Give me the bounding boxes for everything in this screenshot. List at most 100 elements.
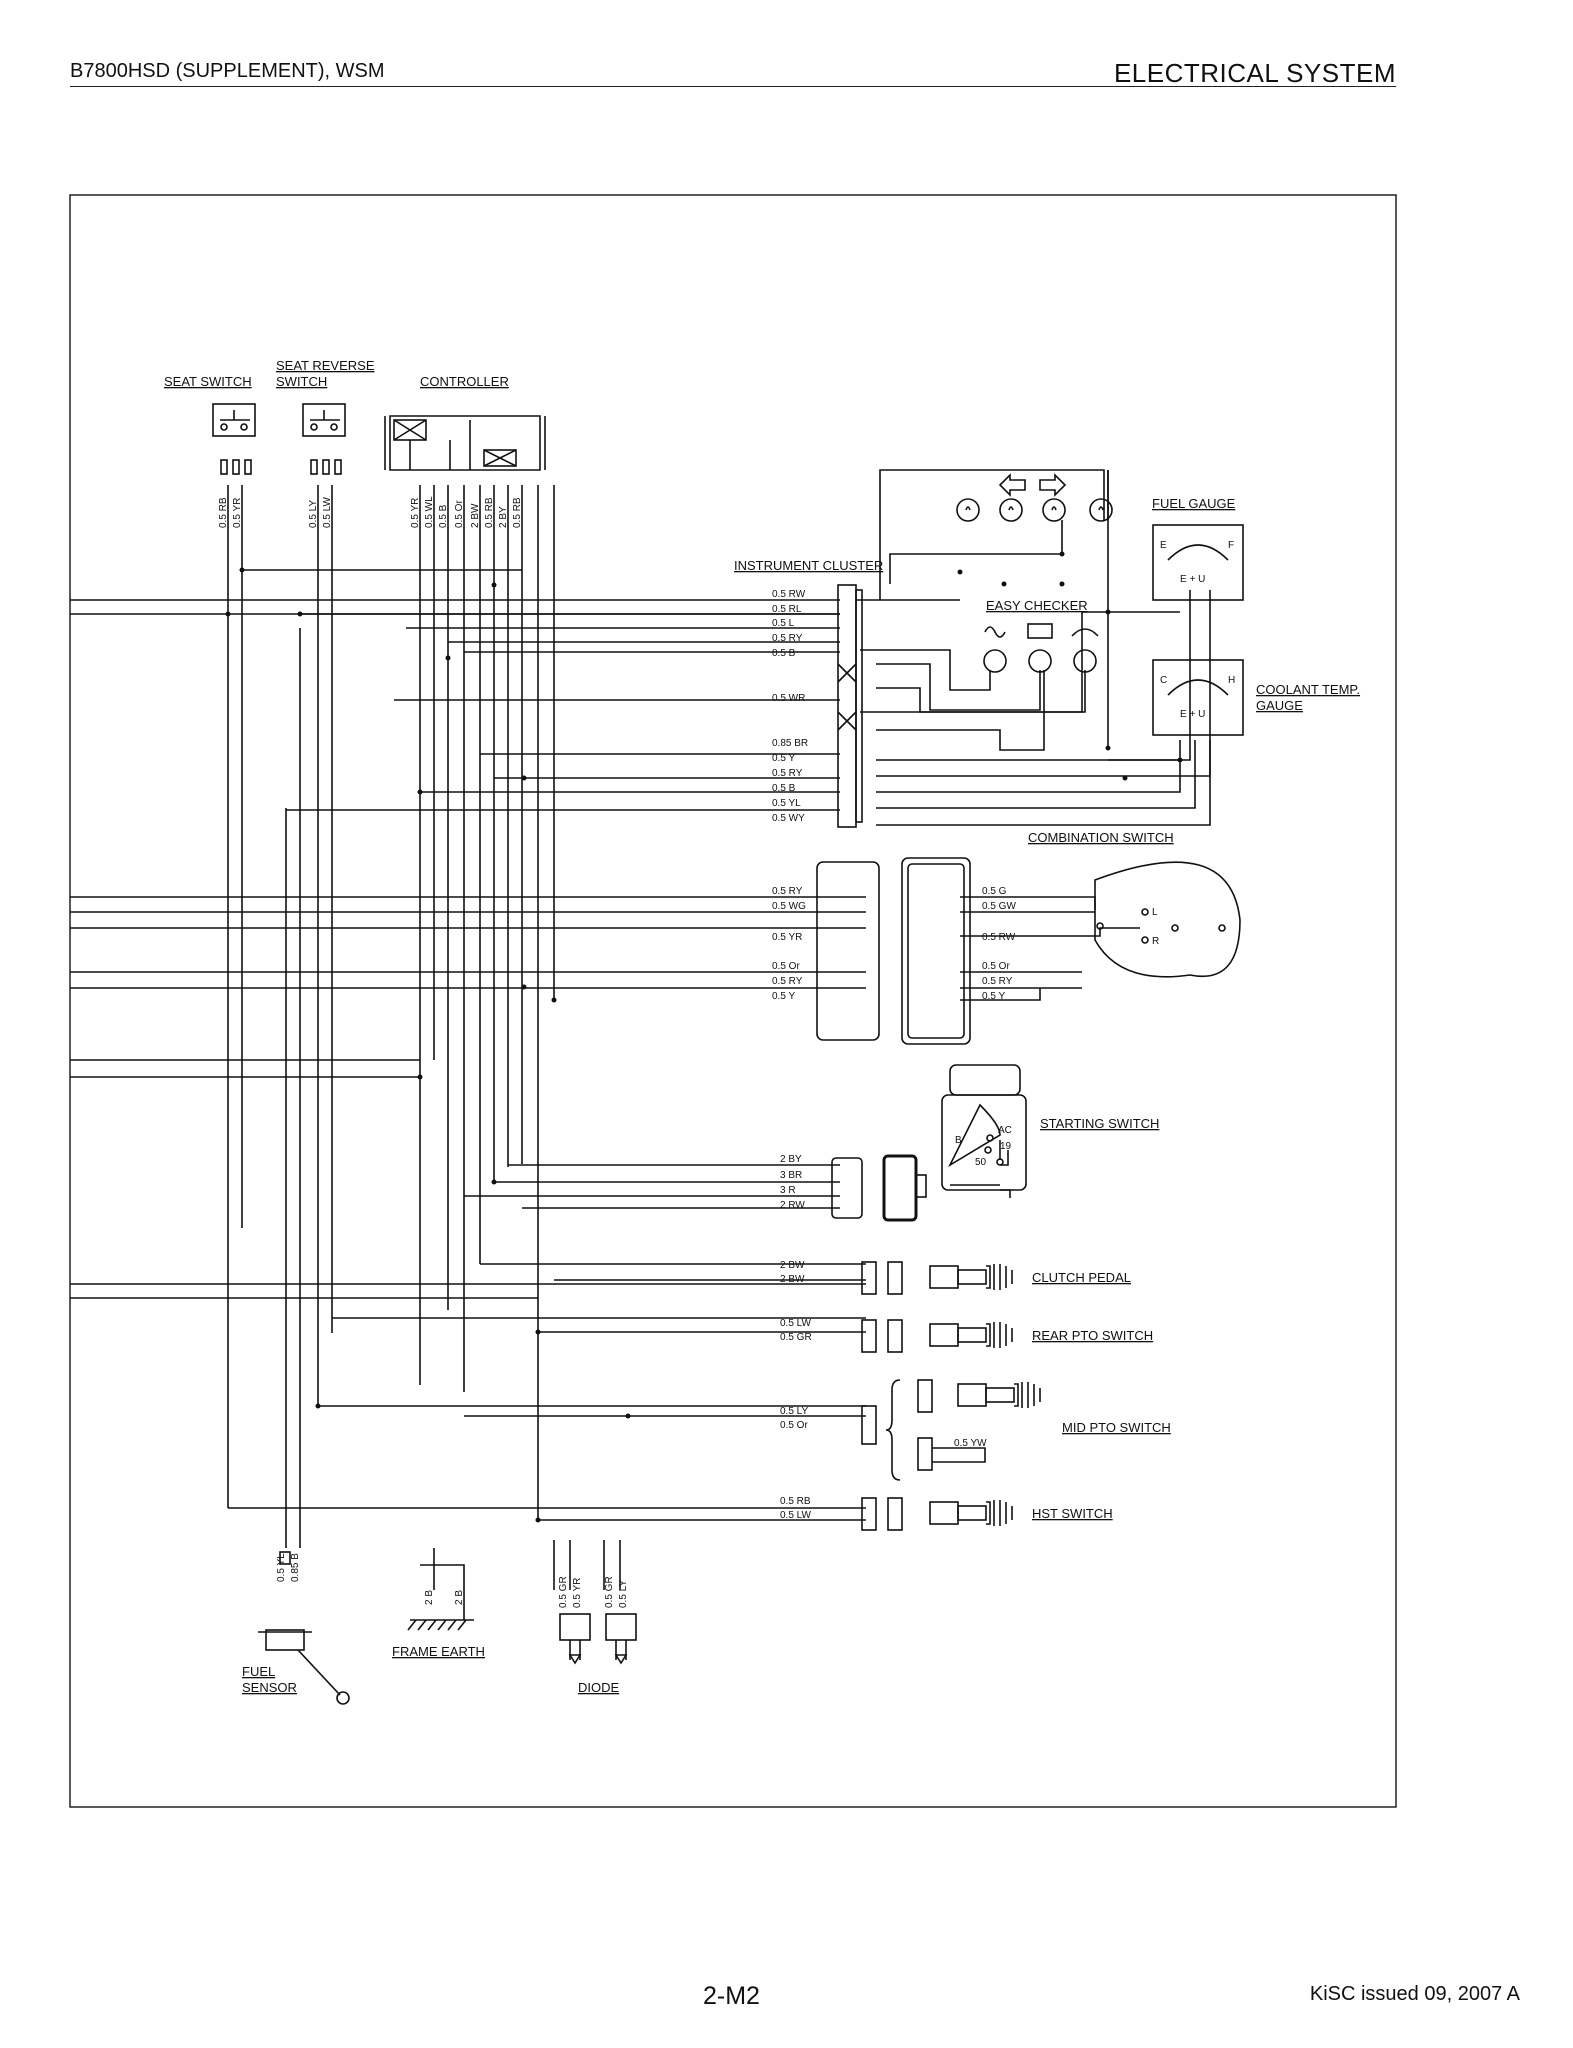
wire-label: 0.5 Or: [982, 961, 1010, 972]
wire-label: 0.5 WR: [772, 693, 805, 704]
wire-label: 0.5 RB: [780, 1496, 811, 1507]
wire-label: 0.5 YR: [232, 498, 243, 528]
wire-label: 0.85 B: [290, 1553, 301, 1582]
coolant-hot-mark: H: [1228, 675, 1235, 686]
wire-label: 0.5 YL: [772, 798, 801, 809]
combination-switch: [816, 857, 1241, 1045]
rear-pto-label: REAR PTO SWITCH: [1032, 1328, 1153, 1343]
header-model: B7800HSD (SUPPLEMENT), WSM: [70, 60, 385, 82]
seat-reverse-switch: [302, 403, 346, 475]
instrument-cluster-connector: [837, 584, 863, 828]
turn-right-arrow-icon: [1039, 473, 1067, 497]
wire-label: 0.5 RW: [772, 589, 806, 600]
wire-label: 0.5 Y: [982, 991, 1005, 1002]
combination-wire-labels: 0.5 RY 0.5 WG 0.5 YR 0.5 Or 0.5 RY 0.5 Y…: [772, 886, 1016, 1002]
fuel-gauge: [1152, 524, 1244, 601]
wire-label: 3 BR: [780, 1170, 802, 1181]
wire-label: 0.5 RY: [772, 633, 803, 644]
wire-label: 0.5 RY: [772, 768, 803, 779]
page-number: 2-M2: [703, 1982, 760, 2010]
wire-label: 0.5 GR: [604, 1576, 615, 1608]
coolant-cold-mark: C: [1160, 675, 1167, 686]
pedal-switches: [861, 1261, 1013, 1531]
wire-label: 0.5 L: [772, 618, 795, 629]
diode-label: DIODE: [578, 1680, 620, 1695]
mid-pto-switch: [861, 1379, 1041, 1481]
wire-label: 0.5 LW: [780, 1318, 811, 1329]
wire-label: 2 BW: [780, 1274, 805, 1285]
fuel-gauge-full-mark: F: [1228, 540, 1234, 551]
wire-label: 0.5 Or: [772, 961, 800, 972]
wire-label: 2 B: [424, 1590, 435, 1605]
wire-label: 0.5 Or: [454, 500, 465, 528]
easy-checker: [983, 623, 1099, 673]
wire-label: 0.5 G: [982, 886, 1007, 897]
wire-label: 0.5 B: [772, 648, 796, 659]
combination-right-mark: R: [1152, 936, 1159, 947]
wire-label: 2 RW: [780, 1200, 805, 1211]
fuel-gauge-terminals: E + U: [1180, 574, 1205, 585]
wire-label: 2 B: [454, 1590, 465, 1605]
starter-terminal-19: 19: [1000, 1141, 1012, 1152]
starter-terminal-b: B: [955, 1135, 962, 1146]
combination-left-mark: L: [1152, 907, 1158, 918]
starter-wire-labels: 2 BY 3 BR 3 R 2 RW: [780, 1154, 805, 1211]
wire-label: 0.5 RY: [772, 886, 803, 897]
wire-label: 0.5 YR: [572, 1578, 583, 1608]
glow-plug-icon: [984, 626, 1006, 638]
wire-label: 0.5 GR: [780, 1332, 812, 1343]
wire-label: 0.5 RB: [484, 497, 495, 528]
wire-label: 0.5 Or: [780, 1420, 808, 1431]
wire-label: 0.5 WL: [424, 496, 435, 528]
starter-terminal-ac: AC: [998, 1125, 1012, 1136]
wire-label: 0.5 RW: [982, 932, 1016, 943]
wire-label: 2 BW: [780, 1260, 805, 1271]
wire-label: 2 BY: [780, 1154, 802, 1165]
top-wire-labels: 0.5 RB 0.5 YR 0.5 LY 0.5 LW 0.5 YR 0.5 W…: [218, 496, 523, 528]
diagram-frame: [69, 194, 1397, 1808]
oil-pressure-icon: [1071, 628, 1099, 637]
junction-dots: [225, 551, 1183, 1523]
wire-label: 0.5 B: [438, 504, 449, 528]
seat-switch-label: SEAT SWITCH: [164, 374, 252, 389]
header-rule: [70, 86, 1396, 87]
starting-switch: [831, 1064, 1027, 1222]
switch-wire-labels: 2 BW 2 BW 0.5 LW 0.5 GR 0.5 LY 0.5 Or 0.…: [780, 1260, 812, 1521]
wire-label: 0.5 YR: [410, 498, 421, 528]
easy-checker-label: EASY CHECKER: [986, 598, 1088, 613]
combination-switch-label: COMBINATION SWITCH: [1028, 830, 1174, 845]
battery-icon: [1027, 623, 1053, 639]
wire-label: 0.5 LW: [322, 497, 333, 528]
wire-label: 0.5 LW: [780, 1510, 811, 1521]
wire-label: 0.5 RB: [512, 497, 523, 528]
indicator-lamps: [956, 473, 1113, 522]
turn-left-arrow-icon: [998, 473, 1026, 497]
coolant-label-1: COOLANT TEMP.: [1256, 682, 1360, 697]
wire-label: 0.5 GW: [982, 901, 1016, 912]
wire-label: 2 BW: [470, 503, 481, 528]
wire-label: 0.5 YL: [276, 1553, 287, 1582]
wire-label: 0.5 RY: [982, 976, 1013, 987]
wire-label: 3 R: [780, 1185, 796, 1196]
mid-pto-label: MID PTO SWITCH: [1062, 1420, 1171, 1435]
starter-terminal-50: 50: [975, 1157, 987, 1168]
wire-label: 0.5 WG: [772, 901, 806, 912]
wire-label: 0.5 LY: [618, 1580, 629, 1608]
fuel-sensor: [258, 1551, 350, 1705]
wire-label: 0.5 YR: [772, 932, 802, 943]
starting-switch-label: STARTING SWITCH: [1040, 1116, 1159, 1131]
mid-pto-jumper-label: 0.5 YW: [954, 1438, 987, 1449]
clutch-pedal-label: CLUTCH PEDAL: [1032, 1270, 1131, 1285]
wire-label: 0.5 B: [772, 783, 796, 794]
wire-label: 0.5 RY: [772, 976, 803, 987]
wire-label: 0.5 LY: [308, 500, 319, 528]
harness-wires: [70, 469, 1211, 1590]
seat-reverse-label-1: SEAT REVERSE: [276, 358, 375, 373]
hst-switch-label: HST SWITCH: [1032, 1506, 1113, 1521]
fuel-gauge-label: FUEL GAUGE: [1152, 496, 1236, 511]
header-section: ELECTRICAL SYSTEM: [1113, 58, 1396, 88]
controller-label: CONTROLLER: [420, 374, 509, 389]
controller-module: [384, 415, 546, 471]
seat-switch: [212, 403, 256, 475]
